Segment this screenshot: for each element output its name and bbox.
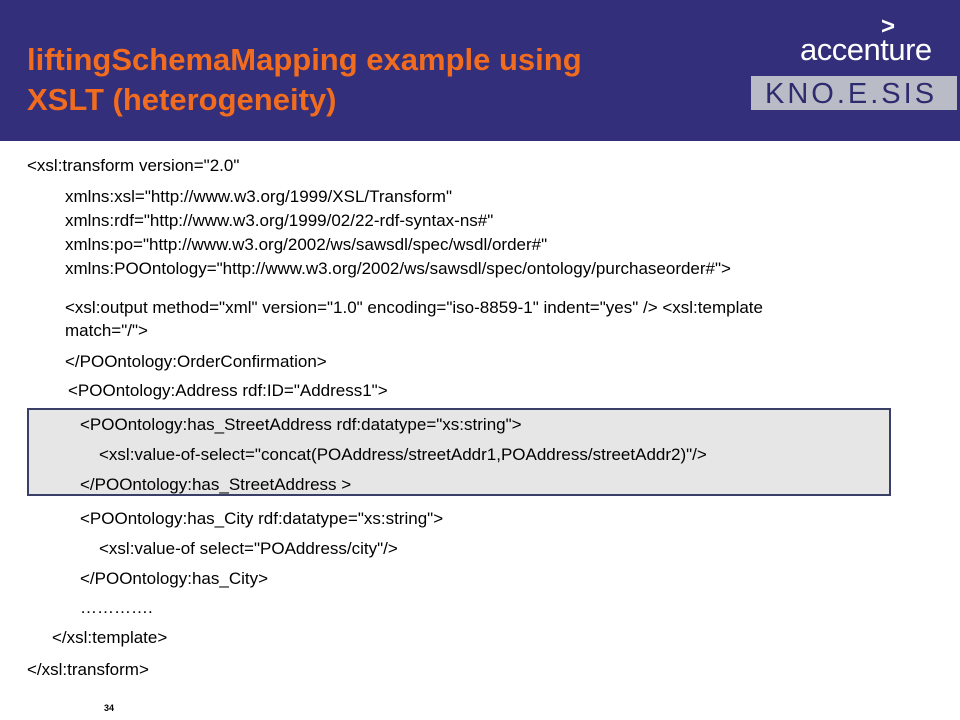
- code-line: <xsl:transform version="2.0": [27, 156, 240, 175]
- code-line: </POOntology:OrderConfirmation>: [65, 352, 327, 371]
- code-line: </POOntology:has_StreetAddress >: [80, 475, 352, 494]
- code-line: <POOntology:Address rdf:ID="Address1">: [68, 381, 388, 400]
- accenture-wordmark: accenture: [800, 32, 932, 67]
- accenture-chevron-icon: >: [881, 13, 896, 40]
- highlight-box: [27, 408, 891, 496]
- knoesis-logo: KNO.E.SIS: [751, 76, 957, 110]
- code-line: xmlns:po="http://www.w3.org/2002/ws/saws…: [65, 235, 548, 254]
- header-banner: liftingSchemaMapping example using XSLT …: [0, 0, 960, 141]
- code-line: </POOntology:has_City>: [80, 569, 269, 588]
- code-line: <xsl:value-of-select="concat(POAddress/s…: [99, 445, 707, 464]
- code-line: xmlns:POOntology="http://www.w3.org/2002…: [65, 259, 731, 278]
- code-line: <POOntology:has_StreetAddress rdf:dataty…: [80, 415, 522, 434]
- title-line-1: liftingSchemaMapping example using: [27, 42, 582, 77]
- code-line: <xsl:output method="xml" version="1.0" e…: [65, 298, 763, 317]
- knoesis-wordmark: KNO.E.SIS: [765, 78, 938, 110]
- code-line: xmlns:xsl="http://www.w3.org/1999/XSL/Tr…: [65, 187, 452, 206]
- code-line: </xsl:template>: [52, 628, 168, 647]
- code-line: match="/">: [65, 321, 148, 340]
- code-line: xmlns:rdf="http://www.w3.org/1999/02/22-…: [65, 211, 494, 230]
- title-line-2: XSLT (heterogeneity): [27, 82, 337, 117]
- code-line: </xsl:transform>: [27, 660, 149, 679]
- code-line: ………….: [80, 598, 153, 617]
- page-number: 34: [104, 703, 115, 713]
- slide-title: liftingSchemaMapping example using XSLT …: [27, 40, 727, 120]
- accenture-logo: > accenture: [798, 13, 943, 67]
- code-line: <POOntology:has_City rdf:datatype="xs:st…: [80, 509, 444, 528]
- code-line: <xsl:value-of select="POAddress/city"/>: [99, 539, 398, 558]
